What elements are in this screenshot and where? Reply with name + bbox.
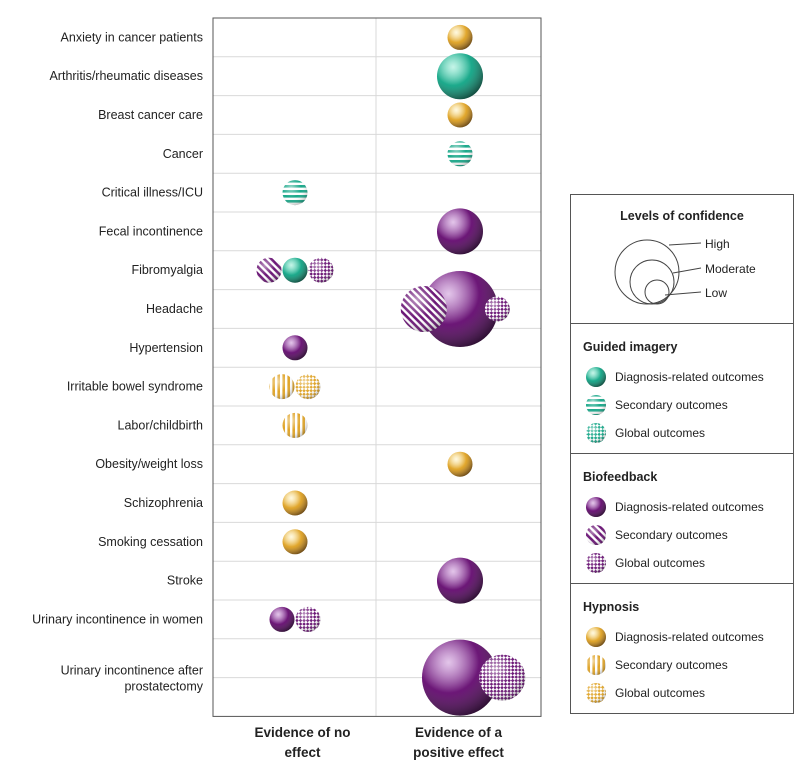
bubble xyxy=(295,606,321,632)
legend-confidence: Levels of confidence High Moderate Low xyxy=(571,195,793,323)
row-label: Anxiety in cancer patients xyxy=(61,30,203,44)
row-label: Fecal incontinence xyxy=(99,224,203,238)
bubble xyxy=(422,639,498,716)
legend-hypnosis: Hypnosis Diagnosis-related outcomes Seco… xyxy=(571,583,793,713)
legend-item: Secondary outcomes xyxy=(585,394,728,416)
legend-item-label: Global outcomes xyxy=(615,426,706,440)
legend-swatch-icon xyxy=(586,655,606,675)
row-label: Hypertension xyxy=(129,341,203,355)
bubble xyxy=(282,335,308,361)
row-label: Headache xyxy=(146,302,203,316)
plot-frame xyxy=(212,17,542,717)
bubble xyxy=(269,606,295,632)
row-label: Stroke xyxy=(167,574,203,588)
legend-item-label: Secondary outcomes xyxy=(615,398,728,412)
legend-group-title: Guided imagery xyxy=(583,340,678,354)
legend-swatch-icon xyxy=(586,683,606,703)
legend: Levels of confidence High Moderate Low G… xyxy=(570,194,794,714)
legend-item: Global outcomes xyxy=(585,682,705,704)
legend-item: Secondary outcomes xyxy=(585,654,728,676)
bubble xyxy=(437,557,483,604)
row-label: Labor/childbirth xyxy=(118,418,204,432)
legend-swatch-icon xyxy=(586,367,606,387)
legend-swatch-icon xyxy=(586,423,606,443)
legend-biofeedback: Biofeedback Diagnosis-related outcomes S… xyxy=(571,453,793,583)
legend-item-label: Diagnosis-related outcomes xyxy=(615,500,764,514)
chart-grid xyxy=(212,17,542,717)
row-labels: Anxiety in cancer patientsArthritis/rheu… xyxy=(32,30,204,693)
bubble xyxy=(447,102,473,128)
bubble xyxy=(282,490,308,516)
legend-item: Diagnosis-related outcomes xyxy=(585,626,764,648)
legend-item-label: Global outcomes xyxy=(615,556,706,570)
bubble xyxy=(269,374,295,400)
bubble xyxy=(447,24,473,50)
bubble xyxy=(282,412,308,438)
legend-swatch-icon xyxy=(586,395,606,415)
bubble xyxy=(308,257,334,283)
legend-item: Diagnosis-related outcomes xyxy=(585,496,764,518)
bubble xyxy=(400,286,447,332)
bubble xyxy=(437,208,483,255)
legend-item-label: Secondary outcomes xyxy=(615,528,728,542)
row-label: Fibromyalgia xyxy=(131,263,203,277)
row-label: Obesity/weight loss xyxy=(95,457,203,471)
row-label: Smoking cessation xyxy=(98,535,203,549)
bubble xyxy=(479,654,526,701)
row-label: Urinary incontinence in women xyxy=(32,612,203,626)
legend-group-title: Hypnosis xyxy=(583,600,640,614)
bubbles xyxy=(256,24,526,716)
legend-confidence-title: Levels of confidence xyxy=(620,209,744,223)
bubble xyxy=(422,271,498,347)
bubble xyxy=(437,53,483,100)
bubble xyxy=(282,180,308,206)
confidence-high-label: High xyxy=(705,237,730,251)
legend-swatch-icon xyxy=(586,627,606,647)
bubble xyxy=(282,257,308,283)
legend-item: Global outcomes xyxy=(585,552,705,574)
legend-item: Diagnosis-related outcomes xyxy=(585,366,764,388)
bubble xyxy=(447,451,473,477)
legend-item-label: Diagnosis-related outcomes xyxy=(615,630,764,644)
legend-item: Global outcomes xyxy=(585,422,705,444)
bubble xyxy=(484,296,510,322)
bubble xyxy=(282,529,308,555)
bubble xyxy=(295,374,321,400)
legend-guided-imagery: Guided imagery Diagnosis-related outcome… xyxy=(571,323,793,453)
legend-swatch-icon xyxy=(586,525,606,545)
row-label: Breast cancer care xyxy=(98,108,203,122)
bubble xyxy=(447,141,473,167)
confidence-circles-icon xyxy=(614,239,702,305)
bubble-chart: Anxiety in cancer patientsArthritis/rheu… xyxy=(32,17,542,760)
row-label: Schizophrenia xyxy=(124,496,203,510)
row-label: Critical illness/ICU xyxy=(102,186,203,200)
legend-item: Secondary outcomes xyxy=(585,524,728,546)
confidence-moderate-label: Moderate xyxy=(705,262,756,276)
legend-item-label: Diagnosis-related outcomes xyxy=(615,370,764,384)
legend-swatch-icon xyxy=(586,553,606,573)
legend-group-title: Biofeedback xyxy=(583,470,658,484)
legend-item-label: Secondary outcomes xyxy=(615,658,728,672)
row-label: Irritable bowel syndrome xyxy=(67,380,203,394)
legend-swatch-icon xyxy=(586,497,606,517)
row-label: Cancer xyxy=(163,147,203,161)
confidence-low-label: Low xyxy=(705,286,728,300)
bubble xyxy=(256,257,282,283)
legend-item-label: Global outcomes xyxy=(615,686,706,700)
row-label: Arthritis/rheumatic diseases xyxy=(49,69,203,83)
